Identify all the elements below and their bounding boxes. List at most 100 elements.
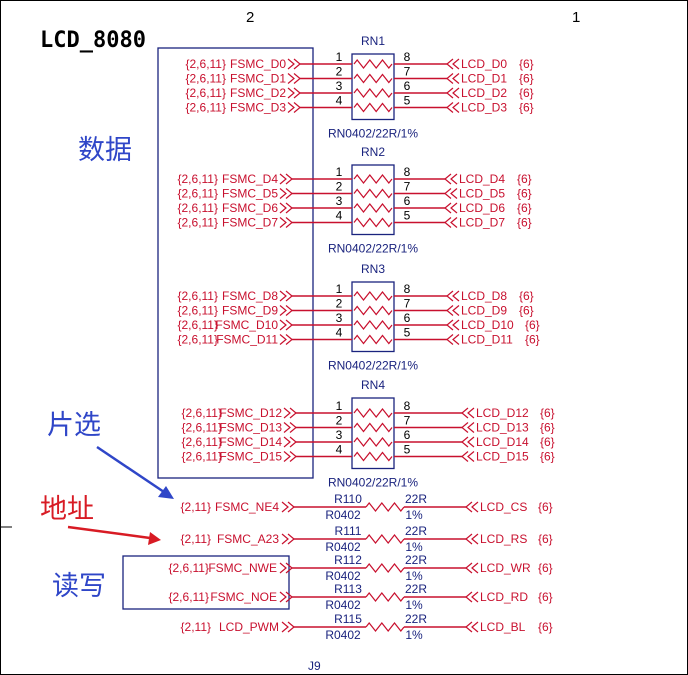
destination-net-label: LCD_D12 — [476, 406, 529, 420]
pin-number-right: 7 — [404, 65, 411, 79]
pin-number-right: 7 — [404, 180, 411, 194]
data-bus-group-box — [157, 47, 314, 479]
resistor-element — [353, 291, 393, 301]
resistor-element — [353, 334, 393, 345]
source-sheet-ref: {2,6,11} — [178, 187, 219, 201]
destination-sheet-ref: {6} — [519, 289, 534, 303]
pin-number-right: 5 — [404, 443, 411, 457]
resistor-network-ref: RN1 — [361, 34, 385, 48]
annotation-read-write: 读写 — [52, 571, 106, 602]
pin-number-right: 5 — [404, 94, 411, 108]
resistor-tolerance: 1% — [405, 598, 423, 612]
source-sheet-ref: {2,6,11} — [186, 101, 227, 115]
resistor-package: R0402 — [325, 540, 361, 554]
pin-number-right: 6 — [404, 428, 411, 442]
read-write-group-box — [122, 555, 290, 610]
resistor-element — [353, 217, 393, 228]
output-port-icon — [279, 188, 293, 199]
output-port-icon — [279, 217, 293, 228]
resistor-network-body — [351, 397, 395, 470]
source-net-label: FSMC_D2 — [230, 86, 286, 100]
source-sheet-ref: {2,11} — [181, 532, 211, 546]
source-net-label: LCD_PWM — [219, 620, 279, 634]
zone-label-1: 1 — [572, 9, 580, 26]
resistor-element — [353, 320, 393, 330]
pin-number-right: 8 — [404, 50, 411, 64]
output-port-icon — [281, 501, 295, 513]
source-net-label: FSMC_D4 — [222, 172, 278, 186]
destination-net-label: LCD_WR — [480, 561, 531, 575]
input-port-icon — [465, 562, 479, 574]
destination-net-label: LCD_D11 — [461, 333, 513, 347]
resistor-element — [365, 563, 405, 573]
resistor-package: R0402 — [325, 569, 361, 583]
input-port-icon — [461, 436, 475, 448]
resistor-element — [353, 88, 393, 98]
destination-sheet-ref: {6} — [538, 532, 553, 546]
destination-net-label: LCD_D4 — [459, 172, 505, 186]
pin-number-left: 3 — [336, 79, 343, 93]
pin-number-left: 1 — [336, 282, 343, 296]
source-sheet-ref: {2,6,11} — [178, 172, 219, 186]
destination-net-label: LCD_RD — [480, 590, 528, 604]
source-sheet-ref: {2,6,11} — [182, 406, 223, 420]
resistor-network-ref: RN3 — [361, 262, 385, 276]
destination-net-label: LCD_D9 — [461, 304, 507, 318]
source-net-label: FSMC_D5 — [222, 187, 278, 201]
resistor-element — [353, 437, 393, 447]
pin-number-right: 7 — [404, 414, 411, 428]
pin-number-right: 8 — [404, 282, 411, 296]
pin-number-left: 4 — [336, 326, 343, 340]
pin-number-left: 2 — [336, 414, 343, 428]
input-port-icon — [446, 58, 460, 70]
input-port-icon — [461, 451, 475, 462]
destination-net-label: LCD_D5 — [459, 187, 505, 201]
resistor-element — [353, 174, 393, 184]
input-port-icon — [446, 87, 460, 99]
destination-sheet-ref: {6} — [525, 318, 540, 332]
resistor-value: 22R — [405, 553, 427, 567]
source-net-label: FSMC_D1 — [230, 72, 286, 86]
pin-number-right: 6 — [404, 194, 411, 208]
output-port-icon — [287, 58, 301, 70]
input-port-icon — [461, 422, 475, 433]
source-sheet-ref: {2,6,11} — [182, 450, 223, 464]
output-port-icon — [279, 591, 293, 603]
source-sheet-ref: {2,6,11} — [186, 72, 227, 86]
destination-sheet-ref: {6} — [540, 421, 555, 435]
resistor-element — [353, 102, 393, 113]
destination-net-label: LCD_D10 — [461, 318, 514, 332]
annotation-chip-select: 片选 — [47, 410, 101, 441]
destination-sheet-ref: {6} — [519, 101, 534, 115]
source-sheet-ref: {2,6,11} — [182, 435, 223, 449]
resistor-tolerance: 1% — [405, 540, 423, 554]
destination-sheet-ref: {6} — [538, 590, 553, 604]
resistor-package: R0402 — [325, 628, 361, 642]
resistor-network-value: RN0402/22R/1% — [328, 242, 418, 256]
resistor-element — [353, 73, 393, 84]
output-port-icon — [279, 173, 293, 185]
resistor-network-ref: RN4 — [361, 378, 385, 392]
destination-net-label: LCD_D14 — [476, 435, 529, 449]
destination-sheet-ref: {6} — [517, 172, 532, 186]
pin-number-right: 8 — [404, 165, 411, 179]
resistor-element — [365, 592, 405, 602]
source-sheet-ref: {2,6,11} — [169, 561, 210, 575]
output-port-icon — [279, 290, 293, 302]
annotation-address: 地址 — [40, 494, 94, 525]
pin-number-left: 3 — [336, 428, 343, 442]
